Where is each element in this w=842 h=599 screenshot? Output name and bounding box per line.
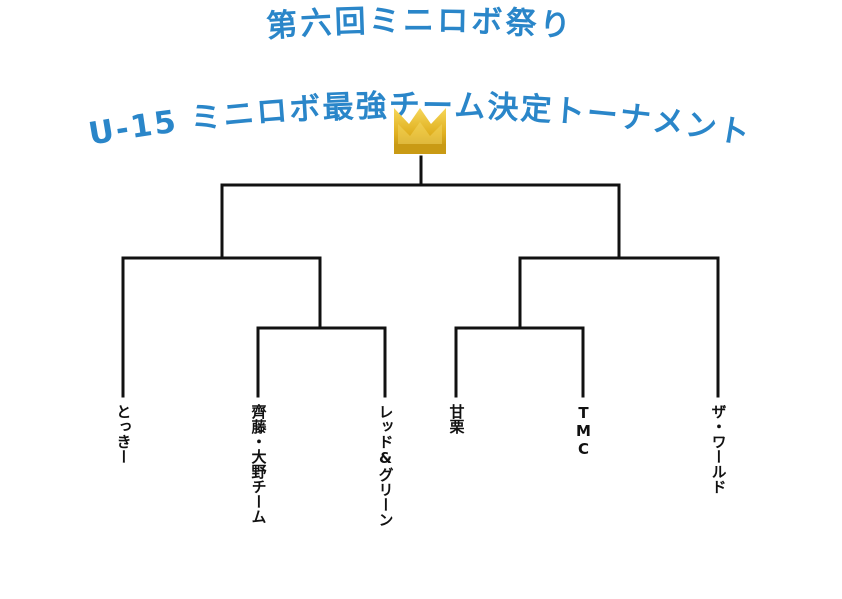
team-name-2: 齊藤・大野チーム	[249, 404, 268, 524]
team-name-4: 甘栗	[447, 404, 466, 434]
bracket-left-semifinal	[121, 183, 322, 260]
bracket-right-semifinal	[518, 183, 720, 260]
team-name-5: TMC	[574, 404, 593, 458]
title-line-1: 第六回ミニロボ祭り	[265, 3, 575, 45]
team-name-3: レッド&グリーン	[376, 404, 395, 527]
bracket-left-first-round	[256, 256, 387, 330]
team-name-6: ザ・ワールド	[709, 404, 728, 494]
crown-icon	[394, 108, 446, 154]
team-name-1: とっきー	[114, 404, 133, 464]
bracket-right-first-round	[454, 256, 585, 330]
bracket-lines	[121, 155, 720, 398]
